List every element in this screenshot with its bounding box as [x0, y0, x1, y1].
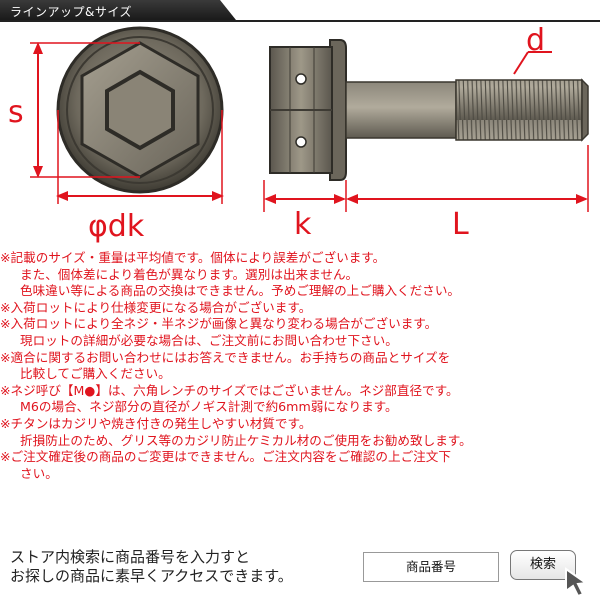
label-d: d [526, 23, 545, 58]
label-k: k [294, 207, 312, 242]
header-divider [0, 20, 600, 22]
dimension-L [346, 145, 589, 212]
note-line: ※適合に関するお問い合わせにはお答えできません。お手持ちの商品とサイズを [0, 349, 451, 365]
note-line: ※入荷ロットにより全ネジ・半ネジが画像と異なり変わる場合がございます。 [0, 316, 438, 332]
mouse-cursor-icon [565, 567, 589, 597]
section-title: ラインアップ&サイズ [10, 5, 132, 19]
search-instructions-line2: お探しの商品に素早くアクセスできます。 [10, 567, 293, 585]
label-dk: φdk [88, 209, 145, 244]
note-line: ※入荷ロットにより仕様変更になる場合がございます。 [0, 299, 312, 315]
search-instructions-line1: ストア内検索に商品番号を入力すと [10, 548, 251, 566]
note-line: ※ご注文確定後の商品のご変更はできません。ご注文内容をご確認の上ご注文下 [0, 449, 451, 465]
note-line: ※ネジ呼び【M●】は、六角レンチのサイズではございません。ネジ部直径です。 [0, 382, 459, 398]
note-line: ※記載のサイズ・重量は平均値です。個体により誤差がございます。 [0, 250, 386, 265]
product-number-field[interactable]: 商品番号 [363, 552, 499, 582]
note-line: ※チタンはカジリや焼き付きの発生しやすい材質です。 [0, 415, 312, 431]
bolt-side-view [269, 39, 589, 181]
dimension-s [30, 42, 140, 178]
label-L: L [452, 207, 469, 242]
notes-list: ※記載のサイズ・重量は平均値です。個体により誤差がございます。 また、個体差によ… [0, 250, 600, 482]
header-tab [0, 0, 236, 20]
section-header: ラインアップ&サイズ [0, 0, 600, 22]
note-line: 比較してご購入ください。 [20, 366, 171, 382]
dimension-k [263, 180, 347, 212]
note-line: 折損防止のため、グリス等のカジリ防止ケミカル材のご使用をお勧め致します。 [20, 432, 472, 448]
dimension-d-pointer [513, 51, 552, 75]
label-s: s [8, 95, 24, 130]
note-line: また、個体差により着色が異なります。選別は出来ません。 [20, 266, 359, 282]
bolt-dimension-diagram: s φdk d k [8, 23, 589, 244]
note-line: 現ロットの詳細が必要な場合は、ご注文前にお問い合わせ下さい。 [20, 332, 398, 348]
bolt-head-front-view [56, 26, 224, 194]
store-search-panel: ストア内検索に商品番号を入力すと お探しの商品に素早くアクセスできます。 商品番… [0, 545, 600, 600]
note-line: M6の場合、ネジ部分の直径がノギス計測で約6mm弱になります。 [20, 399, 398, 415]
dimension-dk [56, 110, 224, 204]
note-line: さい。 [20, 465, 58, 481]
note-line: 色味違い等による商品の交換はできません。予めご理解の上ご購入ください。 [20, 283, 461, 299]
search-instructions: ストア内検索に商品番号を入力すと お探しの商品に素早くアクセスできます。 [10, 548, 293, 586]
